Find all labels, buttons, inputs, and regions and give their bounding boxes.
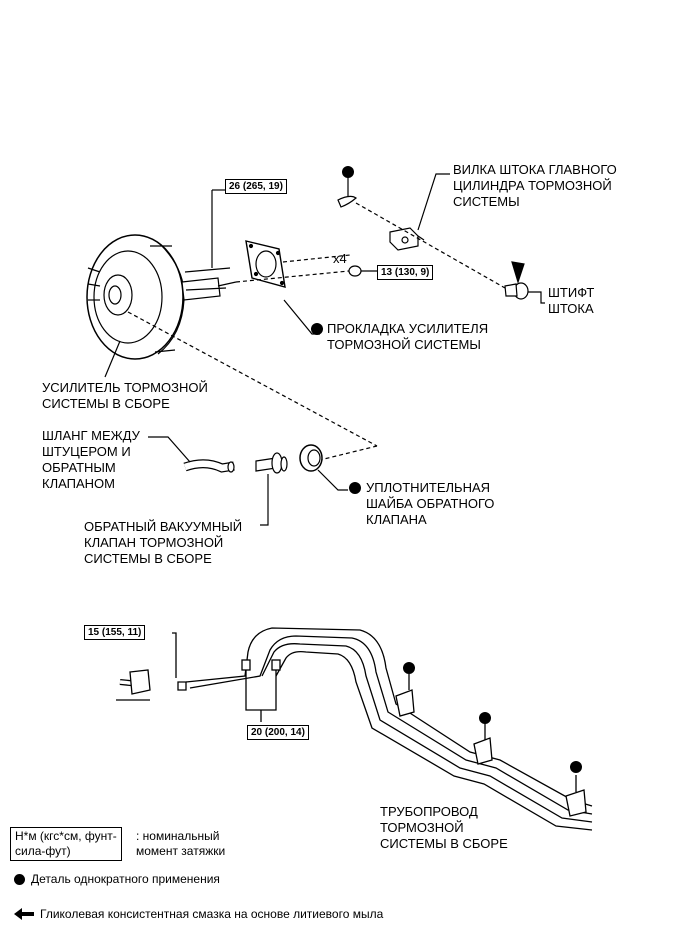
single-use-dot-seal: [349, 482, 361, 494]
torque-clevis-nut: 13 (130, 9): [377, 265, 434, 280]
booster-gasket-drawing: [245, 240, 320, 335]
rod-pin-drawing: [504, 261, 545, 304]
booster-leader: [104, 340, 121, 378]
legend-torque-unit: Н*м (кгс*см, фунт- сила-фут): [10, 827, 122, 861]
nut-drawing: [348, 265, 378, 277]
legend-arrow: [14, 908, 34, 920]
label-tube: ТРУБОПРОВОД ТОРМОЗНОЙ СИСТЕМЫ В СБОРЕ: [380, 804, 508, 851]
single-use-dot-gasket: [311, 323, 323, 335]
legend-single-use: Деталь однократного применения: [31, 872, 220, 886]
label-rod-pin: ШТИФТ ШТОКА: [548, 285, 595, 316]
dashed-guides: [127, 202, 506, 461]
label-gasket: ПРОКЛАДКА УСИЛИТЕЛЯ ТОРМОЗНОЙ СИСТЕМЫ: [327, 321, 489, 352]
legend-torque-desc: : номинальный момент затяжки: [136, 829, 226, 858]
label-seal-washer: УПЛОТНИТЕЛЬНАЯ ШАЙБА ОБРАТНОГО КЛАПАНА: [366, 480, 495, 527]
seal-washer-drawing: [299, 444, 348, 491]
label-booster: УСИЛИТЕЛЬ ТОРМОЗНОЙ СИСТЕМЫ В СБОРЕ: [42, 380, 208, 411]
torque-tube-mid: 20 (200, 14): [247, 725, 309, 740]
single-use-dot-tube-2: [479, 712, 491, 724]
label-check-valve: ОБРАТНЫЙ ВАКУУМНЫЙ КЛАПАН ТОРМОЗНОЙ СИСТ…: [84, 519, 243, 566]
brake-tube-drawing: [116, 627, 593, 831]
single-use-dot-clip: [342, 166, 354, 178]
label-qty-x4: x4: [333, 251, 347, 266]
clip-drawing: [337, 177, 357, 208]
label-hose: ШЛАНГ МЕЖДУ ШТУЦЕРОМ И ОБРАТНЫМ КЛАПАНОМ: [42, 428, 140, 491]
single-use-dot-tube-3: [570, 761, 582, 773]
torque-tube-left: 15 (155, 11): [84, 625, 146, 640]
brake-booster-drawing: [86, 189, 237, 360]
legend-dot: [14, 874, 25, 885]
clevis-drawing: [389, 173, 450, 251]
label-rod-fork: ВИЛКА ШТОКА ГЛАВНОГО ЦИЛИНДРА ТОРМОЗНОЙ …: [453, 162, 617, 209]
single-use-dot-tube-1: [403, 662, 415, 674]
legend-grease: Гликолевая консистентная смазка на основ…: [40, 907, 384, 921]
check-valve-drawing: [255, 452, 288, 526]
hose-drawing: [148, 436, 235, 473]
torque-booster-nut: 26 (265, 19): [225, 179, 287, 194]
